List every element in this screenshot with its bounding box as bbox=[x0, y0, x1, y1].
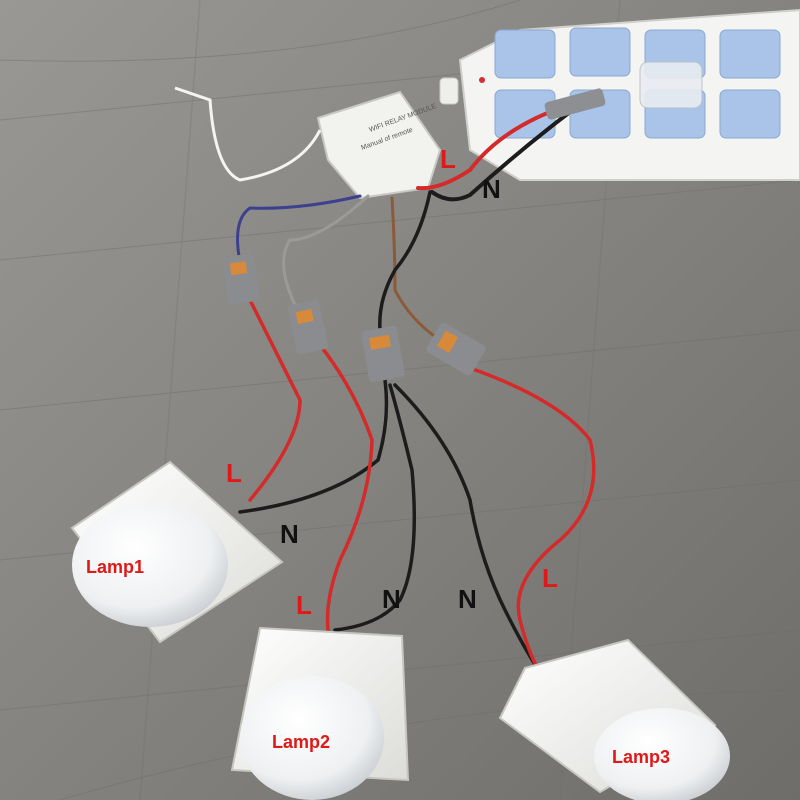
lamp2-live-wire bbox=[318, 343, 374, 632]
lamp2-label: Lamp2 bbox=[272, 732, 330, 752]
inline-connector bbox=[544, 88, 606, 120]
neutral-main-wire bbox=[378, 190, 432, 332]
strip-neutral-label: N bbox=[482, 174, 501, 204]
lamp2-neutral-wire bbox=[333, 383, 416, 632]
blue-wire bbox=[236, 194, 362, 264]
lever-connector-4 bbox=[426, 322, 486, 376]
lamp3-live-label: L bbox=[542, 563, 558, 593]
supply-neutral-wire bbox=[430, 110, 572, 202]
lamp3-bulb bbox=[594, 708, 730, 800]
lamp1-bulb bbox=[72, 503, 228, 627]
lamp1-neutral-label: N bbox=[280, 519, 299, 549]
strip-live-label: L bbox=[440, 144, 456, 174]
power-strip bbox=[439, 8, 800, 181]
lamp3 bbox=[498, 638, 730, 800]
lamp3-live-wire bbox=[468, 366, 596, 682]
lamp1-label: Lamp1 bbox=[86, 557, 144, 577]
lamp1 bbox=[70, 460, 284, 644]
relay-module: WIFI RELAY MODULE Manual of remote bbox=[316, 90, 442, 200]
lamp3-neutral-wire bbox=[393, 383, 542, 674]
antenna-wire bbox=[174, 86, 322, 182]
lamp1-live-label: L bbox=[226, 458, 242, 488]
grey-wire bbox=[282, 194, 370, 307]
supply-live-wire bbox=[416, 106, 562, 191]
lamp2-neutral-label: N bbox=[382, 584, 401, 614]
brown-wire bbox=[390, 196, 442, 342]
lamp3-label: Lamp3 bbox=[612, 747, 670, 767]
lamp2 bbox=[230, 626, 410, 800]
lamp1-live-wire bbox=[248, 298, 302, 502]
lamp2-live-label: L bbox=[296, 590, 312, 620]
lamp3-neutral-label: N bbox=[458, 584, 477, 614]
lever-connector-1 bbox=[222, 253, 260, 305]
lever-connector-3 bbox=[361, 325, 405, 383]
lamp2-bulb bbox=[240, 676, 384, 800]
wiring bbox=[222, 88, 606, 682]
lever-connector-2 bbox=[287, 299, 329, 355]
plug-connector bbox=[639, 61, 703, 109]
lamp1-neutral-wire bbox=[238, 378, 389, 514]
